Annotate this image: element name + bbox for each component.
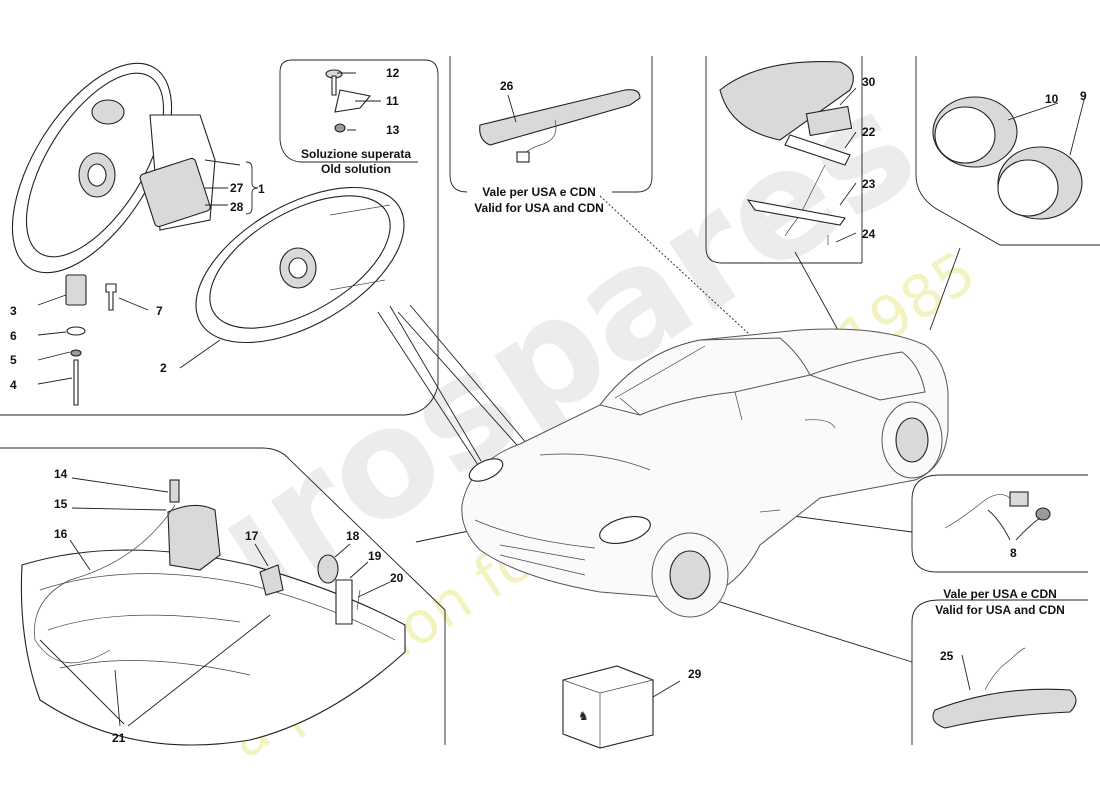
callout-17: 17 bbox=[245, 529, 259, 543]
callout-8: 8 bbox=[1010, 546, 1017, 560]
roof-parts bbox=[719, 61, 854, 245]
callout-24: 24 bbox=[862, 227, 876, 241]
callout-15: 15 bbox=[54, 497, 68, 511]
fasteners bbox=[65, 274, 117, 406]
part-8-sensor bbox=[944, 491, 1051, 529]
callout-16: 16 bbox=[54, 527, 68, 541]
old-solution-caption-it: Soluzione superata bbox=[301, 147, 411, 161]
callout-12: 12 bbox=[386, 66, 400, 80]
headlight-new bbox=[195, 186, 405, 344]
svg-text:♞: ♞ bbox=[578, 709, 589, 723]
callout-11: 11 bbox=[386, 94, 399, 108]
callout-30: 30 bbox=[862, 75, 876, 89]
callout-14: 14 bbox=[54, 467, 68, 481]
callout-7: 7 bbox=[156, 304, 163, 318]
part-26-light bbox=[479, 89, 641, 163]
callout-28: 28 bbox=[230, 200, 244, 214]
usa-cdn-caption-en-top: Valid for USA and CDN bbox=[474, 201, 604, 215]
car-left-headlight bbox=[468, 458, 504, 482]
callout-6: 6 bbox=[10, 329, 17, 343]
usa-cdn-caption-en-right: Valid for USA and CDN bbox=[935, 603, 1065, 617]
headlight-old bbox=[11, 62, 216, 274]
callout-9: 9 bbox=[1080, 89, 1087, 103]
callout-29: 29 bbox=[688, 667, 702, 681]
part-25-side-marker bbox=[932, 647, 1077, 729]
callout-1: 1 bbox=[258, 182, 265, 196]
callout-4: 4 bbox=[10, 378, 17, 392]
callout-27: 27 bbox=[230, 181, 244, 195]
car-right-headlight bbox=[599, 516, 651, 544]
callout-leaders bbox=[37, 72, 1086, 727]
callout-3: 3 bbox=[10, 304, 17, 318]
callout-20: 20 bbox=[390, 571, 404, 585]
callout-13: 13 bbox=[386, 123, 400, 137]
usa-cdn-caption-it-top: Vale per USA e CDN bbox=[482, 185, 596, 199]
callout-2: 2 bbox=[160, 361, 167, 375]
car-illustration bbox=[461, 328, 949, 618]
part-29-box: ♞ bbox=[562, 665, 654, 749]
callout-26: 26 bbox=[500, 79, 514, 93]
callout-18: 18 bbox=[346, 529, 360, 543]
lamp-units bbox=[932, 96, 1083, 220]
old-solution-caption-en: Old solution bbox=[321, 162, 391, 176]
callout-19: 19 bbox=[368, 549, 382, 563]
callout-numbers: 1 2 3 4 5 6 7 8 9 10 11 12 13 14 15 16 1… bbox=[10, 66, 1087, 745]
callout-10: 10 bbox=[1045, 92, 1059, 106]
callout-25: 25 bbox=[940, 649, 954, 663]
captions: Soluzione superata Old solution Vale per… bbox=[301, 147, 1065, 617]
callout-22: 22 bbox=[862, 125, 876, 139]
panel-frames bbox=[0, 56, 1100, 745]
callout-23: 23 bbox=[862, 177, 876, 191]
usa-cdn-caption-it-right: Vale per USA e CDN bbox=[943, 587, 1057, 601]
callout-5: 5 bbox=[10, 353, 17, 367]
callout-21: 21 bbox=[112, 731, 126, 745]
old-solution-parts bbox=[325, 69, 372, 133]
